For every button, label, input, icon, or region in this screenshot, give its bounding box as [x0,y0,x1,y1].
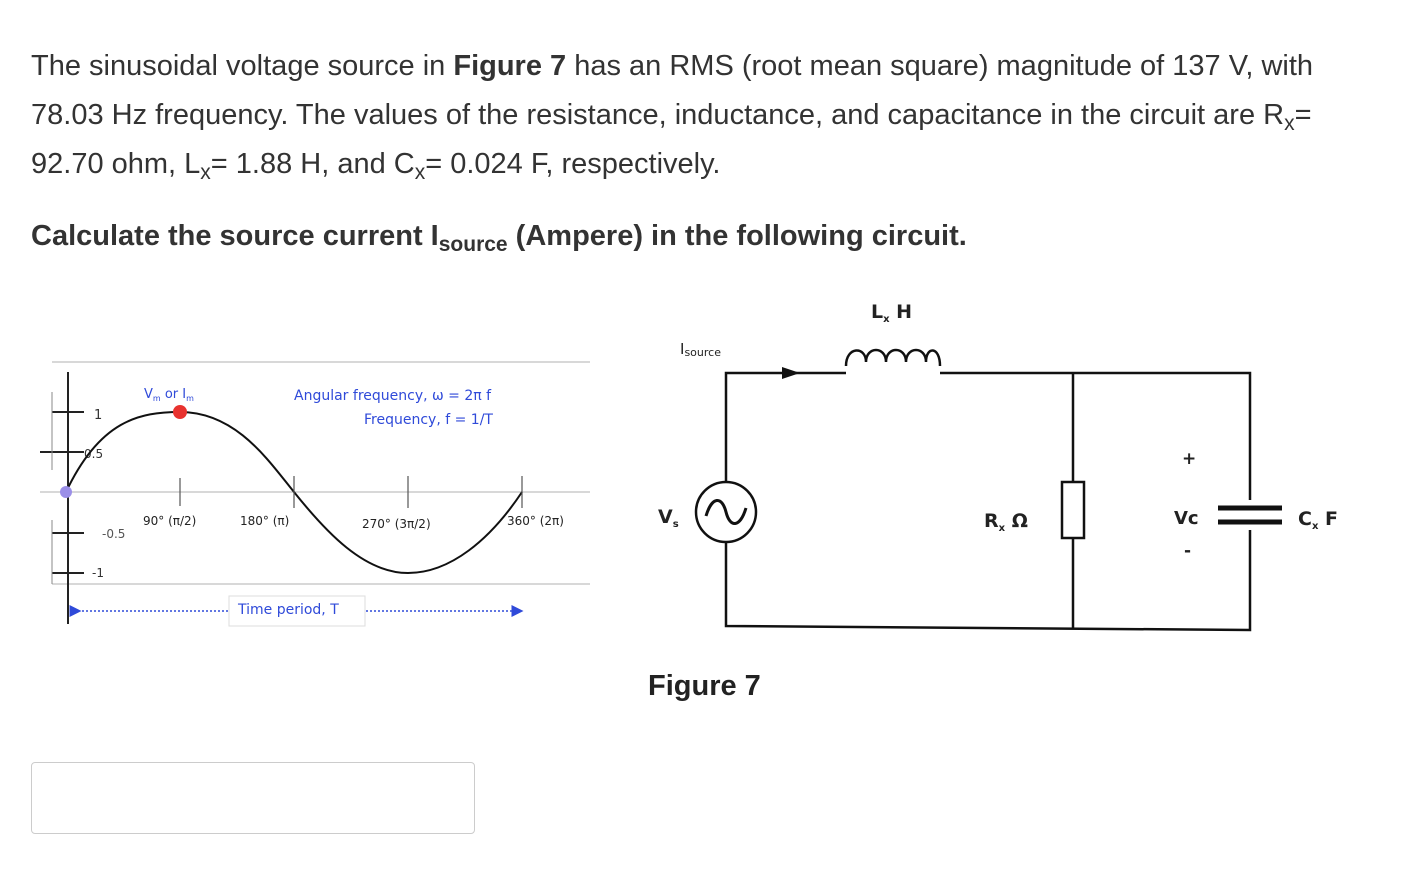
current-arrow [782,367,800,379]
origin-dot [60,486,72,498]
rlc-circuit: Isource Lx H Vs Rx Ω + Vc - Cx F [658,301,1338,632]
tick-label: -0.5 [102,527,125,541]
tick-label: -1 [92,566,104,580]
subscript: x [414,161,426,184]
source-current-label: Isource [680,340,721,359]
wire-source-top [724,371,846,482]
capacitor-voltage-label: Vc [1174,508,1199,529]
capacitor-minus-sign: - [1184,541,1191,561]
angle-label: 360° (2π) [507,514,564,528]
resistor-symbol [1060,480,1086,540]
peak-label: Vm or Im [144,387,194,403]
resistor-label: Rx Ω [984,510,1028,534]
problem-statement: The sinusoidal voltage source in Figure … [31,42,1391,189]
subscript: x [200,161,211,184]
question-text: (Ampere) in the following circuit. [507,220,967,252]
capacitor-gap [1216,500,1284,530]
problem-text: = 0.024 F, respectively. [425,148,721,180]
figure-caption: Figure 7 [648,670,761,702]
problem-text: The sinusoidal voltage source in [31,50,454,82]
problem-text: = 92.70 ohm, L [31,99,1312,180]
time-period-box [228,595,366,627]
capacitor-plus-sign: + [1182,449,1196,469]
sine-wave-plot: 1 0.5 -0.5 -1 Vm or Im Angular frequency… [40,361,590,627]
figure-reference: Figure 7 [453,50,567,82]
wire-loop [724,371,1252,632]
time-period-label: Time period, T [237,602,339,618]
source-voltage-label: Vs [658,506,679,530]
problem-text: has an RMS (root mean square) magnitude … [31,50,1314,131]
problem-text: = 1.88 H, and C [210,148,415,180]
peak-dot [173,405,187,419]
tick-label: 1 [94,408,102,423]
inductor-symbol [844,348,942,367]
angular-frequency-label: Angular frequency, ω = 2π f [294,388,492,404]
tick-label: 0.5 [84,447,103,461]
capacitor-label: Cx F [1298,508,1338,532]
subscript: x [1284,112,1295,135]
frequency-label: Frequency, f = 1/T [364,412,493,428]
angle-label: 90° (π/2) [143,514,196,528]
question-text: Calculate the source current I [31,220,439,252]
inductor-label: Lx H [871,301,912,325]
answer-input[interactable] [31,762,475,834]
sine-icon [704,499,748,525]
angle-label: 270° (3π/2) [362,517,431,531]
question-prompt: Calculate the source current Isource (Am… [31,216,967,256]
angle-label: 180° (π) [240,514,289,528]
subscript: source [438,233,508,256]
